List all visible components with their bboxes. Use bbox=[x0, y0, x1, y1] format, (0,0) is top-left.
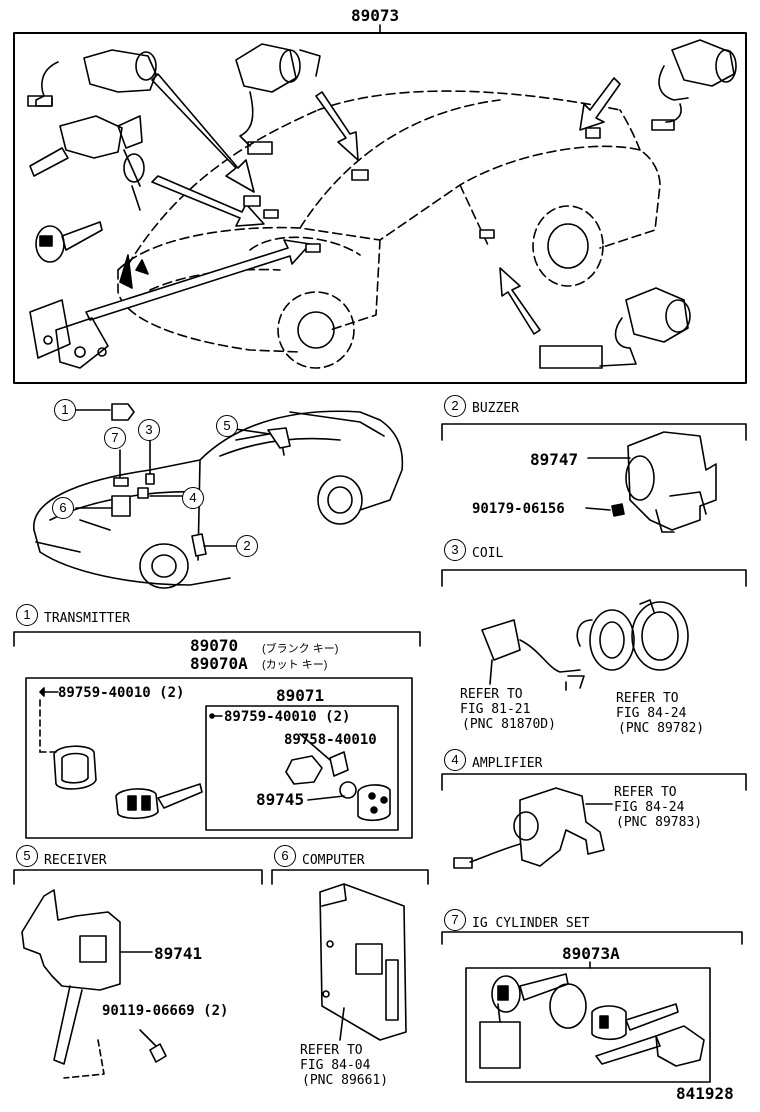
coil-ref-b-line2: FIG 84-24 bbox=[616, 706, 687, 721]
receiver-title: RECEIVER bbox=[44, 853, 107, 868]
transmitter-part-89070a-note: (カット キー) bbox=[262, 659, 328, 671]
callout-2-mid: 2 bbox=[236, 535, 258, 557]
computer-ref-line1: REFER TO bbox=[300, 1043, 363, 1058]
callout-7-mid: 7 bbox=[104, 427, 126, 449]
buzzer-part-screw: 90179-06156 bbox=[472, 501, 565, 517]
computer-section-frame bbox=[271, 869, 429, 885]
computer-drawing bbox=[319, 883, 407, 1041]
transmitter-part-89745: 89745 bbox=[256, 790, 305, 809]
car-illustration-top bbox=[117, 90, 661, 353]
key-cylinder-topleft bbox=[27, 49, 157, 263]
callout-6-mid: 6 bbox=[52, 497, 74, 519]
callout-4-mid: 4 bbox=[182, 487, 204, 509]
callout-1-transmitter: 1 bbox=[16, 604, 38, 626]
coil-ref-a-line1: REFER TO bbox=[460, 687, 523, 702]
transmitter-part-89070-note: (ブランク キー) bbox=[262, 643, 339, 655]
amplifier-ref-line1: REFER TO bbox=[614, 785, 677, 800]
coil-ref-a-line3: (PNC 81870D) bbox=[462, 717, 556, 732]
amplifier-section-frame bbox=[441, 773, 747, 791]
transmitter-screw-b: 89759-40010 (2) bbox=[224, 709, 351, 725]
ig-cylinder-part: 89073A bbox=[562, 944, 620, 963]
main-part-number: 89073 bbox=[351, 6, 400, 25]
computer-title: COMPUTER bbox=[302, 853, 365, 868]
transmitter-part-89070: 89070 bbox=[190, 636, 239, 655]
ig-cylinder-section-frame bbox=[441, 931, 743, 1083]
coil-ref-b-line1: REFER TO bbox=[616, 691, 679, 706]
door-switch-top bbox=[235, 43, 321, 155]
transmitter-screw-a: 89759-40010 (2) bbox=[58, 685, 185, 701]
key-blank-mid bbox=[111, 403, 135, 421]
ig-cylinder-title: IG CYLINDER SET bbox=[472, 916, 590, 931]
callout-7-ig: 7 bbox=[444, 909, 466, 931]
figure-number: 841928 bbox=[676, 1084, 734, 1103]
pointer-arrows-top bbox=[85, 73, 621, 335]
computer-ref-line3: (PNC 89661) bbox=[302, 1073, 389, 1088]
receiver-part-screw: 90119-06669 (2) bbox=[102, 1003, 229, 1019]
transmitter-drawing bbox=[39, 687, 391, 822]
trunk-cylinder-topright bbox=[651, 39, 737, 131]
mid-car-parts bbox=[111, 427, 291, 557]
transmitter-part-89071: 89071 bbox=[276, 686, 325, 705]
callout-3-mid: 3 bbox=[138, 419, 160, 441]
amplifier-ref-line2: FIG 84-24 bbox=[614, 800, 685, 815]
transmitter-title: TRANSMITTER bbox=[44, 611, 131, 626]
buzzer-part-89747: 89747 bbox=[530, 450, 579, 469]
buzzer-section-frame bbox=[441, 423, 747, 441]
receiver-part-89741: 89741 bbox=[154, 944, 203, 963]
coil-drawing bbox=[481, 599, 689, 691]
coil-section-frame bbox=[441, 569, 747, 587]
car-illustration-mid bbox=[33, 410, 404, 589]
small-parts-on-car-top bbox=[243, 127, 601, 253]
transmitter-part-89070a: 89070A bbox=[190, 654, 248, 673]
callout-5-mid: 5 bbox=[216, 415, 238, 437]
door-lock-bottomleft bbox=[29, 299, 109, 369]
computer-ref-line2: FIG 84-04 bbox=[300, 1058, 371, 1073]
callout-4-amplifier: 4 bbox=[444, 749, 466, 771]
ig-cylinder-drawing bbox=[479, 973, 705, 1069]
amplifier-title: AMPLIFIER bbox=[472, 756, 543, 771]
car-wheels-top bbox=[119, 205, 604, 369]
transmitter-section-frame bbox=[13, 631, 421, 839]
receiver-section-frame bbox=[13, 869, 263, 885]
callout-6-computer: 6 bbox=[274, 845, 296, 867]
callout-5-receiver: 5 bbox=[16, 845, 38, 867]
receiver-drawing bbox=[21, 889, 167, 1079]
coil-ref-b-line3: (PNC 89782) bbox=[618, 721, 705, 736]
coil-ref-a-line2: FIG 81-21 bbox=[460, 702, 531, 717]
buzzer-title: BUZZER bbox=[472, 401, 519, 416]
amplifier-ref-line3: (PNC 89783) bbox=[616, 815, 703, 830]
callout-3-coil: 3 bbox=[444, 539, 466, 561]
ig-switch-bottomright bbox=[539, 287, 691, 369]
callout-1-mid: 1 bbox=[54, 399, 76, 421]
coil-title: COIL bbox=[472, 546, 504, 561]
transmitter-part-89758: 89758-40010 bbox=[284, 732, 377, 748]
amplifier-drawing bbox=[453, 787, 613, 869]
buzzer-drawing bbox=[585, 431, 717, 533]
callout-2-buzzer: 2 bbox=[444, 395, 466, 417]
top-panel-frame bbox=[13, 24, 747, 384]
